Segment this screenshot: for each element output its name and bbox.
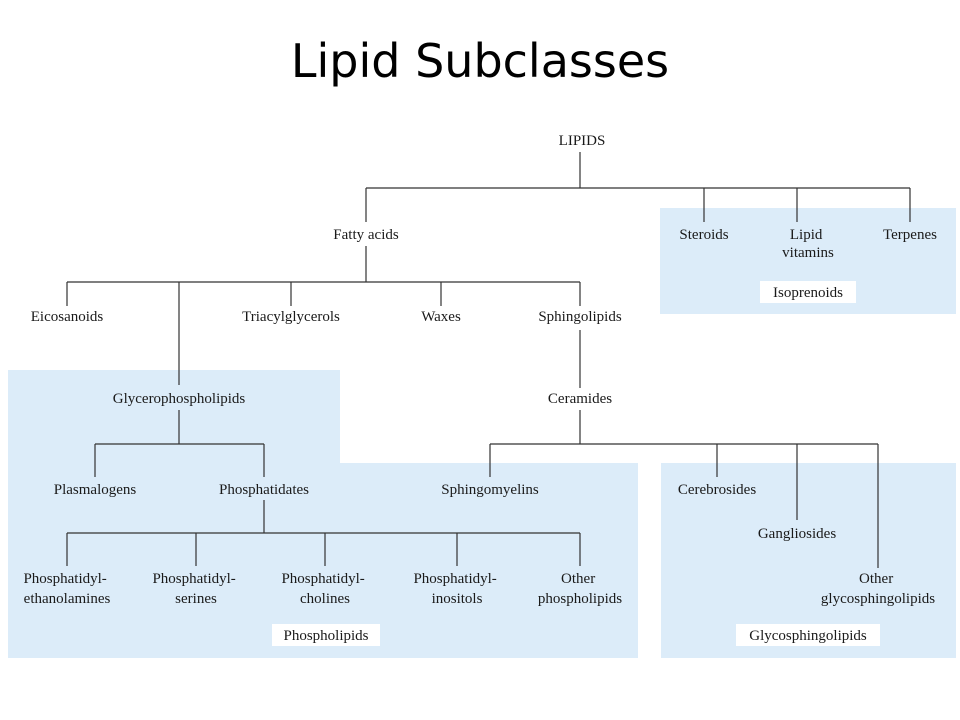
node-pi-line2: inositols [432,591,483,607]
node-sphingolipids: Sphingolipids [538,309,622,325]
node-phosphatidyl-inositols: Phosphatidyl- inositols [413,571,500,607]
node-glycerophospholipids: Glycerophospholipids [113,391,246,407]
node-phosphatidates: Phosphatidates [219,482,309,498]
node-ceramides: Ceramides [548,391,612,407]
phospholipids-label: Phospholipids [283,628,368,644]
node-phosphatidyl-ethanolamines: Phosphatidyl- ethanolamines [23,571,110,607]
edge-glycerophospholipids [94,410,265,477]
node-phosphatidyl-cholines: Phosphatidyl- cholines [281,571,368,607]
node-plasmalogens: Plasmalogens [54,482,137,498]
node-gangliosides: Gangliosides [758,526,836,542]
node-lipid-vitamins-line1: Lipid [790,227,823,243]
isoprenoids-label: Isoprenoids [773,285,843,301]
node-other-phospholipids-line1: Other [561,571,595,587]
node-fatty-acids: Fatty acids [333,227,399,243]
glycosphingolipids-label-box [736,624,880,646]
phospholipids-label-box [272,624,380,646]
node-pe-line1: Phosphatidyl- [23,571,106,587]
node-terpenes: Terpenes [883,227,937,243]
node-pc-line2: cholines [300,591,350,607]
edge-lipids [365,152,911,222]
edge-phosphatidates [66,500,581,566]
phospholipids-region [8,370,638,658]
node-pc-line1: Phosphatidyl- [281,571,364,587]
edge-fatty-acids [66,246,581,385]
node-other-glycosphingolipids-line1: Other [859,571,893,587]
tree-edges [66,152,911,568]
glycosphingolipids-label: Glycosphingolipids [749,628,867,644]
isoprenoids-label-box [760,281,856,303]
node-ps-line1: Phosphatidyl- [152,571,235,587]
node-steroids: Steroids [679,227,728,243]
page-title: Lipid Subclasses [290,34,670,88]
node-lipid-vitamins-line2: vitamins [782,245,834,261]
node-other-glycosphingolipids-line2: glycosphingolipids [821,591,935,607]
node-lipids: LIPIDS [559,133,606,149]
node-sphingomyelins: Sphingomyelins [441,482,539,498]
node-other-phospholipids: Other phospholipids [538,571,622,607]
node-other-phospholipids-line2: phospholipids [538,591,622,607]
edge-ceramides [489,410,879,568]
node-triacylglycerols: Triacylglycerols [242,309,340,325]
node-lipid-vitamins: Lipid vitamins [782,227,834,261]
node-other-glycosphingolipids: Other glycosphingolipids [821,571,935,607]
node-pe-line2: ethanolamines [24,591,111,607]
node-cerebrosides: Cerebrosides [678,482,756,498]
node-pi-line1: Phosphatidyl- [413,571,496,587]
node-ps-line2: serines [175,591,217,607]
node-eicosanoids: Eicosanoids [31,309,104,325]
node-waxes: Waxes [421,309,461,325]
node-phosphatidyl-serines: Phosphatidyl- serines [152,571,239,607]
